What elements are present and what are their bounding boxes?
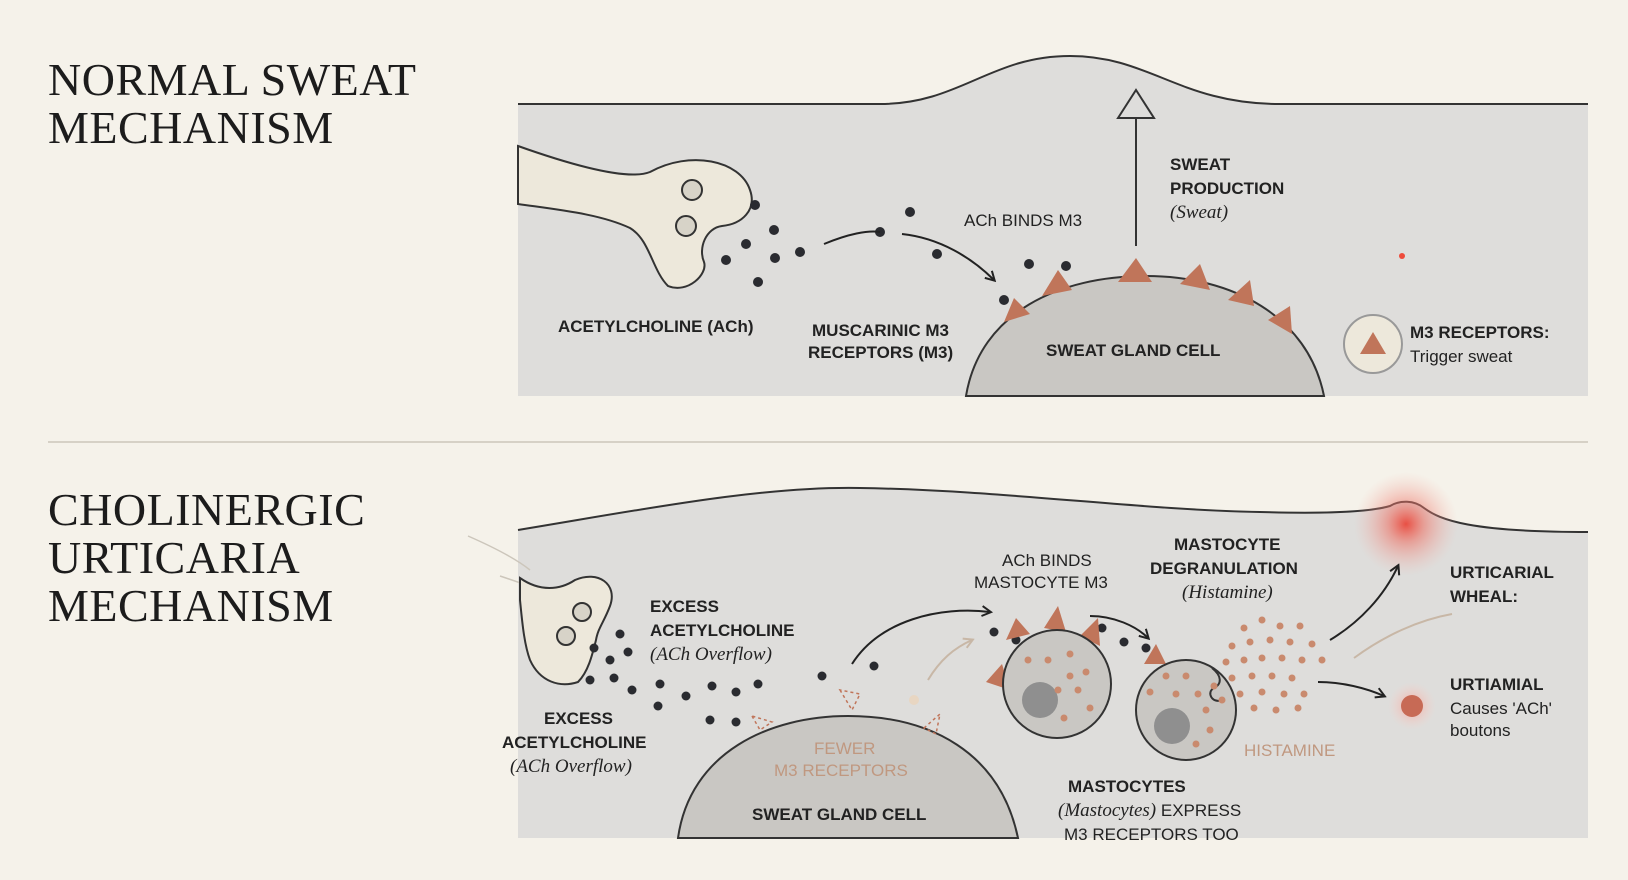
urtiamial-line1: Causes 'ACh' xyxy=(1450,699,1552,718)
fewer-line2: M3 RECEPTORS xyxy=(774,761,908,780)
histamine-to-wheal-arrow xyxy=(1329,566,1398,641)
mastocytes-line3: M3 RECEPTORS TOO xyxy=(1064,825,1239,844)
wheal-line2: WHEAL: xyxy=(1450,587,1518,606)
sweat-gland-cell-bottom xyxy=(676,714,1020,839)
excess-top-line3: (ACh Overflow) xyxy=(650,644,772,665)
urtiamial-icon xyxy=(1401,695,1423,717)
ach-molecules-top xyxy=(721,200,1071,305)
ach-label: ACETYLCHOLINE (ACh) xyxy=(558,317,753,336)
ach-to-mastocyte-arrow xyxy=(851,611,990,665)
excess-left-line2: ACETYLCHOLINE xyxy=(502,733,647,752)
ach-flow-line xyxy=(823,230,881,245)
normal-mechanism-title: NORMAL SWEAT MECHANISM xyxy=(48,54,417,153)
ach-flow-arrow xyxy=(901,233,994,280)
m3-label-line1: MUSCARINIC M3 xyxy=(812,321,949,340)
normal-panel: ACETYLCHOLINE (ACh) MUSCARINIC M3 RECEPT… xyxy=(517,54,1588,397)
skin-surface-line-top xyxy=(518,54,1588,105)
binds-label: ACh BINDS M3 xyxy=(964,211,1082,230)
mastocytes-line1: MASTOCYTES xyxy=(1068,777,1186,796)
ach-molecules-bottom xyxy=(585,623,1151,727)
urticaria-mechanism-title: CHOLINERGIC URTICARIA MECHANISM xyxy=(48,484,366,631)
urticarial-wheal xyxy=(1354,472,1458,576)
vesicle xyxy=(556,626,576,646)
histamine-to-urtiamial-arrow xyxy=(1317,681,1384,696)
vesicle xyxy=(675,215,697,237)
degran-line1: MASTOCYTE xyxy=(1174,535,1280,554)
faint-line xyxy=(1353,613,1453,659)
m3-receptor-icon xyxy=(1360,332,1386,354)
cell-label-bottom: SWEAT GLAND CELL xyxy=(752,805,926,824)
degran-line2: DEGRANULATION xyxy=(1150,559,1298,578)
urtiamial-title: URTIAMIAL xyxy=(1450,675,1543,694)
faint-arrow xyxy=(927,640,972,681)
excess-top-line2: ACETYLCHOLINE xyxy=(650,621,795,640)
cell-label-top: SWEAT GLAND CELL xyxy=(1046,341,1220,360)
ach-to-degranulation-arrow xyxy=(1089,615,1148,638)
binds-line1: ACh BINDS xyxy=(1002,551,1092,570)
sweat-label-line2: PRODUCTION xyxy=(1170,179,1284,198)
mastocytes-line2: (Mastocytes) EXPRESS xyxy=(1058,800,1241,821)
fewer-line1: FEWER xyxy=(814,739,875,758)
wheal-line1: URTICARIAL xyxy=(1450,563,1554,582)
skin-tissue-top xyxy=(518,56,1588,396)
sweat-label-line1: SWEAT xyxy=(1170,155,1231,174)
excess-top-line1: EXCESS xyxy=(650,597,719,616)
histamine-granules xyxy=(1210,616,1326,714)
mastocyte-cell-2 xyxy=(1135,644,1237,761)
sweat-arrowhead-icon xyxy=(1116,88,1156,119)
marker-dot xyxy=(1399,253,1405,259)
urtiamial-line2: boutons xyxy=(1450,721,1511,740)
mastocyte-cell-1 xyxy=(986,606,1112,739)
excess-left-line3: (ACh Overflow) xyxy=(510,756,632,777)
binds-line2: MASTOCYTE M3 xyxy=(974,573,1108,592)
vesicle xyxy=(572,602,592,622)
m3-receptors-top xyxy=(1004,258,1292,334)
excess-left-line1: EXCESS xyxy=(544,709,613,728)
histamine-label: HISTAMINE xyxy=(1244,741,1335,760)
urticaria-panel: EXCESS ACETYLCHOLINE (ACh Overflow) EXCE… xyxy=(467,472,1589,844)
marker-dot xyxy=(909,695,919,705)
fewer-m3-receptors xyxy=(750,688,942,736)
sweat-label-line3: (Sweat) xyxy=(1170,202,1228,223)
legend-desc: Trigger sweat xyxy=(1410,347,1513,366)
legend-title: M3 RECEPTORS: xyxy=(1410,323,1550,342)
m3-label-line2: RECEPTORS (M3) xyxy=(808,343,953,362)
vesicle xyxy=(681,179,703,201)
degran-line3: (Histamine) xyxy=(1182,582,1273,603)
